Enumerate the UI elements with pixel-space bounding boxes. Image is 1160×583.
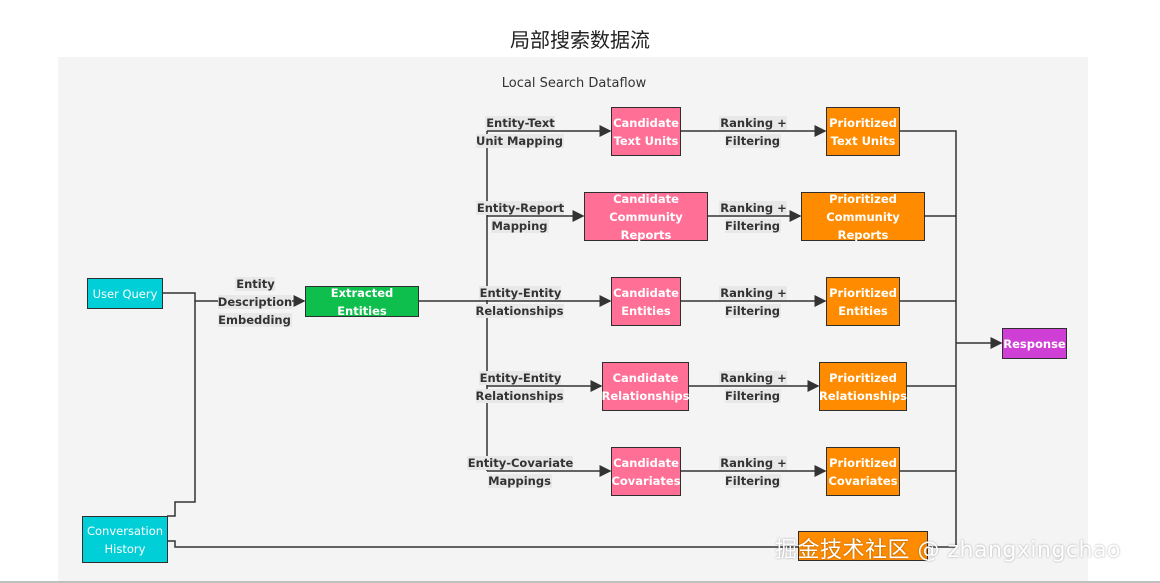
label-ranking-filtering-4: Ranking + Filtering bbox=[719, 371, 787, 403]
diagram-title: Local Search Dataflow bbox=[501, 76, 647, 91]
label-entity-entity-relationships-1: Entity-Entity Relationships bbox=[475, 286, 565, 318]
edge-conversation-history bbox=[167, 301, 196, 517]
node-candidate-relationships: Candidate Relationships bbox=[602, 362, 689, 411]
label-entity-report-mapping: Entity-Report Mapping bbox=[475, 201, 565, 233]
watermark-box bbox=[798, 531, 928, 561]
edge-history-to-response-tail bbox=[928, 343, 957, 548]
label-ranking-filtering-1: Ranking + Filtering bbox=[719, 116, 787, 148]
bottom-divider bbox=[0, 581, 1160, 583]
node-extracted-entities: Extracted Entities bbox=[305, 286, 419, 318]
label-entity-text-unit-mapping: Entity-Text Unit Mapping bbox=[476, 116, 564, 148]
edge-prio-text-units-out bbox=[899, 130, 957, 343]
page-title: 局部搜索数据流 bbox=[510, 28, 650, 52]
node-conversation-history: Conversation History bbox=[82, 516, 168, 563]
node-user-query: User Query bbox=[87, 278, 163, 309]
label-entity-description-embedding: Entity Description Embedding bbox=[217, 277, 293, 327]
node-candidate-entities: Candidate Entities bbox=[611, 277, 681, 326]
label-ranking-filtering-3: Ranking + Filtering bbox=[719, 286, 787, 318]
edge-history-to-response bbox=[167, 540, 798, 548]
node-prioritized-covariates: Prioritized Covariates bbox=[826, 447, 900, 496]
label-ranking-filtering-5: Ranking + Filtering bbox=[719, 456, 787, 488]
node-candidate-text-units: Candidate Text Units bbox=[611, 107, 681, 156]
watermark-text: 掘金技术社区 @ zhangxingchao bbox=[775, 538, 1121, 563]
node-prioritized-entities: Prioritized Entities bbox=[826, 277, 900, 326]
label-entity-covariate-mappings: Entity-Covariate Mappings bbox=[466, 456, 574, 488]
node-candidate-covariates: Candidate Covariates bbox=[611, 447, 681, 496]
node-prioritized-community-reports: Prioritized Community Reports bbox=[801, 192, 925, 242]
node-prioritized-text-units: Prioritized Text Units bbox=[826, 107, 900, 156]
node-response: Response bbox=[1002, 328, 1067, 359]
label-ranking-filtering-2: Ranking + Filtering bbox=[719, 201, 787, 233]
node-prioritized-relationships: Prioritized Relationships bbox=[819, 362, 907, 411]
label-entity-entity-relationships-2: Entity-Entity Relationships bbox=[475, 371, 565, 403]
node-candidate-community-reports: Candidate Community Reports bbox=[584, 192, 708, 242]
